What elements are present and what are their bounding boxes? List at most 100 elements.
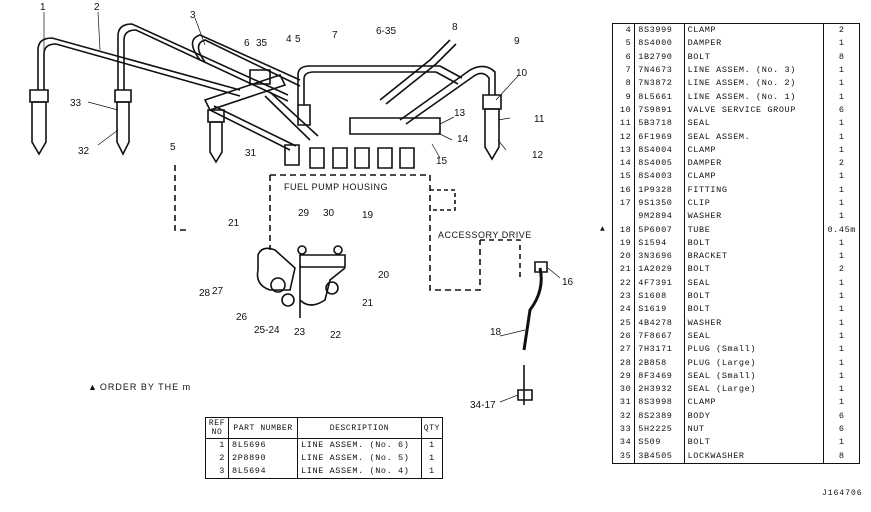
- part-ref: 1: [205, 438, 229, 452]
- part-number: 3B4505: [634, 449, 685, 464]
- part-number: S1608: [634, 289, 685, 304]
- part-ref: 14: [612, 156, 636, 171]
- part-description: BRACKET: [684, 250, 825, 264]
- part-qty: 1: [838, 78, 845, 89]
- part-ref: 18: [612, 223, 636, 237]
- part-qty: 8: [838, 51, 845, 62]
- part-number: 8F3469: [634, 369, 685, 384]
- part-number: 5P6007: [634, 223, 685, 237]
- callout-34-17: 34-17: [470, 400, 496, 411]
- part-qty: 1: [429, 466, 435, 476]
- part-description: SEAL: [684, 276, 825, 290]
- header-desc: DESCRIPTION: [297, 417, 422, 439]
- part-ref: 19: [612, 236, 636, 251]
- callout-6: 6: [244, 38, 250, 49]
- part-number: 7F8667: [634, 329, 685, 344]
- part-qty: 1: [429, 440, 435, 450]
- part-number: 2P8890: [228, 452, 299, 465]
- part-ref: 26: [612, 329, 636, 344]
- part-number: 2B858: [634, 356, 685, 370]
- part-number: 9M2894: [634, 210, 685, 224]
- order-note: ▲ ORDER BY THE m: [88, 382, 191, 392]
- part-qty: 1: [838, 277, 845, 288]
- part-description: SEAL: [684, 117, 825, 131]
- callout-5: 5: [295, 34, 301, 45]
- part-ref: 6: [612, 50, 636, 64]
- part-qty: 1: [838, 304, 845, 315]
- callout-22: 22: [330, 330, 342, 341]
- part-ref: 22: [612, 276, 636, 290]
- part-description: CLAMP: [684, 143, 825, 157]
- part-qty: 1: [838, 211, 845, 222]
- part-ref: 4: [612, 23, 636, 38]
- part-ref: 5: [612, 37, 636, 51]
- part-description: WASHER: [684, 210, 825, 224]
- callout-21: 21: [228, 218, 240, 229]
- callout-26: 26: [236, 312, 248, 323]
- part-ref: 34: [612, 436, 636, 450]
- callout-3: 3: [190, 10, 196, 21]
- part-ref: 21: [612, 263, 636, 277]
- part-ref: 24: [612, 303, 636, 317]
- callout-31: 31: [245, 148, 257, 159]
- part-description: BOLT: [684, 289, 825, 304]
- callout-18: 18: [490, 327, 502, 338]
- part-number: S509: [634, 436, 685, 450]
- callout-7: 7: [332, 30, 338, 41]
- part-qty: 1: [838, 131, 845, 142]
- part-description: BOLT: [684, 50, 825, 64]
- part-ref: 9: [612, 90, 636, 104]
- part-qty: 1: [838, 330, 845, 341]
- part-number: 8L5661: [634, 90, 685, 104]
- order-mark-icon: ▲: [600, 224, 605, 234]
- part-description: FITTING: [684, 183, 825, 197]
- part-qty: 1: [838, 384, 845, 395]
- part-description: BOLT: [684, 263, 825, 277]
- part-number: 7H3171: [634, 343, 685, 357]
- header-part: PART NUMBER: [228, 417, 299, 439]
- part-qty: 1: [838, 437, 845, 448]
- drawing-number: J164706: [822, 489, 863, 498]
- callout-12: 12: [532, 150, 544, 161]
- part-description: LINE ASSEM. (No. 6): [297, 438, 422, 452]
- part-description: SEAL: [684, 329, 825, 344]
- part-ref: 2: [205, 452, 229, 465]
- part-description: LINE ASSEM. (No. 1): [684, 90, 825, 104]
- part-number: 8S4005: [634, 156, 685, 171]
- part-qty: 8: [838, 450, 845, 461]
- part-description: NUT: [684, 422, 825, 437]
- callout-33: 33: [70, 98, 82, 109]
- part-qty: 1: [838, 184, 845, 195]
- callout-19: 19: [362, 210, 374, 221]
- part-description: BOLT: [684, 236, 825, 251]
- part-qty: 2: [838, 264, 845, 275]
- part-ref: 35: [612, 449, 636, 464]
- part-description: LINE ASSEM. (No. 2): [684, 77, 825, 91]
- part-description: DAMPER: [684, 37, 825, 51]
- part-description: PLUG (Large): [684, 356, 825, 370]
- callout-1: 1: [40, 2, 46, 13]
- part-number: 3N3696: [634, 250, 685, 264]
- part-number: 8S3999: [634, 23, 685, 38]
- part-number: 1P9328: [634, 183, 685, 197]
- fuel-pump-housing-label: FUEL PUMP HOUSING: [284, 182, 388, 192]
- part-ref: 29: [612, 369, 636, 384]
- part-description: CLIP: [684, 196, 825, 211]
